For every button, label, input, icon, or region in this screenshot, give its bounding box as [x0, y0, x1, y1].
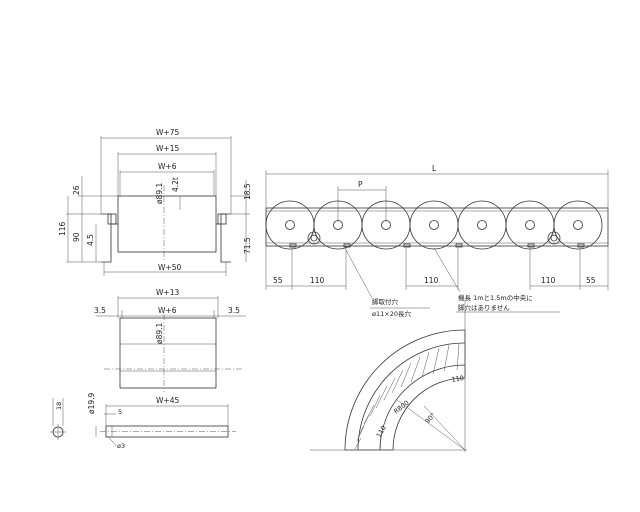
hole-shaft: ø3 [117, 442, 125, 450]
plan-view: W+13 3.5 W+6 3.5 ø89.1 [94, 288, 246, 392]
thickness-front: 4.2t [171, 177, 180, 192]
dim-curve-110-side: 110 [375, 424, 388, 439]
dim-side-55-left: 55 [273, 276, 283, 285]
dim-front-18-5: 18.5 [243, 183, 252, 200]
dim-side-l: L [432, 164, 437, 173]
dim-front-4-5: 4.5 [86, 234, 95, 246]
note-length-line2: 脚穴はありません [458, 303, 510, 312]
note-mount-hole-title: 脚取付穴 [372, 297, 399, 306]
dim-front-w15: W+15 [156, 144, 179, 153]
diameter-front: ø89.1 [155, 182, 164, 204]
dim-side-110-c: 110 [541, 276, 556, 285]
dim-plan-3-5-right: 3.5 [228, 306, 240, 315]
dim-curve-angle: 90° [424, 411, 438, 425]
dim-side-pitch: P [358, 180, 363, 189]
dim-front-90: 90 [72, 232, 81, 242]
dim-front-w50: W+50 [158, 263, 181, 272]
dim-front-26: 26 [72, 185, 81, 195]
dim-plan-w6: W+6 [158, 306, 177, 315]
dim-front-w6: W+6 [158, 162, 177, 171]
note-length-line1: 機長 1mと1.5mの中央に [458, 293, 533, 302]
dim-front-71-5: 71.5 [243, 237, 252, 254]
dim-front-116: 116 [58, 221, 67, 236]
curve-rollers [354, 343, 460, 450]
dim-shaft-5: 5 [118, 408, 122, 416]
front-view: W+75 W+15 W+6 116 26 90 4.5 18.5 71.5 ø8… [58, 128, 252, 276]
dim-shaft-18: 18 [55, 402, 63, 410]
side-view: L P [265, 164, 609, 318]
diameter-shaft: ø19.9 [87, 392, 96, 414]
dim-shaft-w45: W+45 [156, 396, 179, 405]
dim-curve-110: 110 [451, 374, 465, 384]
diameter-plan: ø89.1 [155, 322, 164, 344]
dim-side-55-right: 55 [586, 276, 596, 285]
dim-side-110-b: 110 [424, 276, 439, 285]
dim-plan-w13: W+13 [156, 288, 179, 297]
dim-front-w75: W+75 [156, 128, 179, 137]
dim-plan-3-5-left: 3.5 [94, 306, 106, 315]
dim-side-110-a: 110 [310, 276, 325, 285]
curve-view: 110 R800 90° 110 [310, 300, 467, 452]
note-mount-hole-size: ø11×20長穴 [372, 309, 411, 318]
shaft-view: 18 W+45 ø19.9 5 ø3 [50, 392, 236, 450]
